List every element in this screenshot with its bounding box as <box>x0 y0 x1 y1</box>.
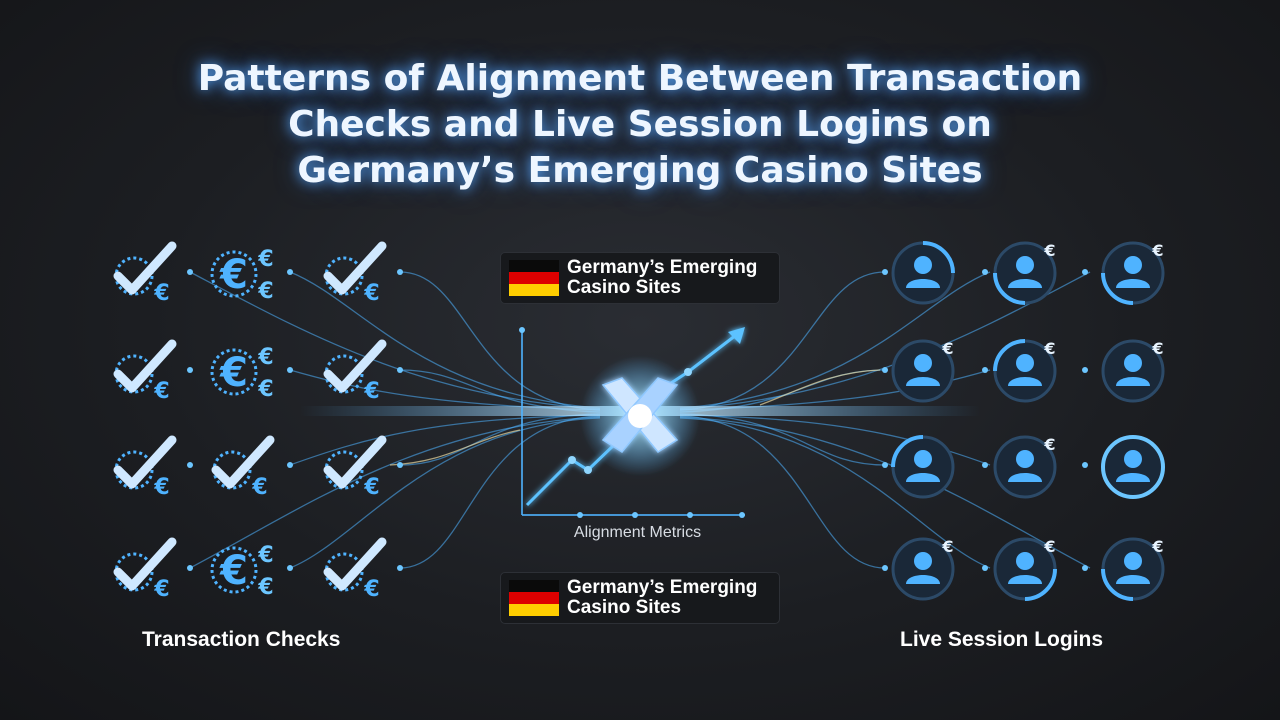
svg-text:€: € <box>1151 241 1163 260</box>
right-connector-dots <box>882 269 1088 571</box>
user-ring-icon <box>1101 435 1165 499</box>
alignment-metrics-label: Alignment Metrics <box>573 524 702 541</box>
svg-text:€: € <box>941 339 953 358</box>
user-euro-icon: € <box>993 537 1057 601</box>
svg-text:€: € <box>941 537 953 556</box>
live-session-logins-label: Live Session Logins <box>900 628 1104 651</box>
badge-line-2: Casino Sites <box>567 277 682 298</box>
check-euro-icon: € <box>323 241 387 306</box>
svg-text:€: € <box>219 350 248 396</box>
user-euro-icon: € <box>1101 339 1165 403</box>
svg-text:€: € <box>257 575 273 600</box>
svg-text:€: € <box>251 475 267 500</box>
user-euro-icon: € <box>993 435 1057 499</box>
user-euro-icon: € <box>1101 537 1165 601</box>
check-euro-icon: € <box>211 435 275 500</box>
germany-flag-icon <box>509 260 559 296</box>
alignment-core-icon <box>580 356 700 476</box>
user-ring-icon <box>891 435 955 499</box>
svg-text:€: € <box>219 548 248 594</box>
svg-text:€: € <box>1043 537 1055 556</box>
svg-text:€: € <box>257 345 273 370</box>
user-euro-icon: € <box>1101 241 1165 305</box>
badge-line-1: Germany’s Emerging <box>567 257 758 278</box>
svg-text:€: € <box>1043 241 1055 260</box>
check-euro-icon: € <box>113 241 177 306</box>
user-euro-icon: € <box>891 339 955 403</box>
left-connector-dots <box>187 269 403 571</box>
svg-text:€: € <box>363 379 379 404</box>
germany-badge-bottom: Germany’s Emerging Casino Sites <box>500 572 780 624</box>
badge-text: Germany’s Emerging Casino Sites <box>567 578 757 618</box>
trend-arrow-head <box>728 327 745 344</box>
germany-badge-top: Germany’s Emerging Casino Sites <box>500 252 780 304</box>
check-euro-icon: € <box>323 435 387 500</box>
svg-text:€: € <box>363 577 379 602</box>
title-line-3: Germany’s Emerging Casino Sites <box>297 150 983 191</box>
svg-text:€: € <box>257 543 273 568</box>
svg-text:€: € <box>1043 435 1055 454</box>
check-euro-icon: € <box>323 339 387 404</box>
euro-coin-icon: € € € <box>210 543 274 600</box>
user-euro-icon: € <box>891 537 955 601</box>
badge-text: Germany’s Emerging Casino Sites <box>567 258 757 298</box>
user-euro-icon: € <box>993 339 1057 403</box>
svg-text:€: € <box>153 281 169 306</box>
check-euro-icon: € <box>113 435 177 500</box>
svg-text:€: € <box>363 475 379 500</box>
euro-coin-icon: € € € <box>210 247 274 304</box>
title-line-2: Checks and Live Session Logins on <box>288 104 992 145</box>
check-euro-icon: € <box>323 537 387 602</box>
svg-text:€: € <box>1043 339 1055 358</box>
germany-flag-icon <box>509 580 559 616</box>
user-euro-icon: € <box>993 241 1057 305</box>
svg-text:€: € <box>257 247 273 272</box>
svg-text:€: € <box>257 279 273 304</box>
svg-text:€: € <box>1151 339 1163 358</box>
check-euro-icon: € <box>113 537 177 602</box>
badge-line-1: Germany’s Emerging <box>567 577 758 598</box>
svg-text:€: € <box>153 475 169 500</box>
svg-text:€: € <box>153 577 169 602</box>
transaction-checks-label: Transaction Checks <box>142 628 341 651</box>
svg-text:€: € <box>219 252 248 298</box>
title-line-1: Patterns of Alignment Between Transactio… <box>197 58 1083 99</box>
check-euro-icon: € <box>113 339 177 404</box>
svg-text:€: € <box>1151 537 1163 556</box>
page-title: Patterns of Alignment Between Transactio… <box>140 56 1140 194</box>
svg-text:€: € <box>257 377 273 402</box>
user-ring-icon <box>891 241 955 305</box>
svg-text:€: € <box>153 379 169 404</box>
euro-coin-icon: € € € <box>210 345 274 402</box>
svg-text:€: € <box>363 281 379 306</box>
badge-line-2: Casino Sites <box>567 597 682 618</box>
